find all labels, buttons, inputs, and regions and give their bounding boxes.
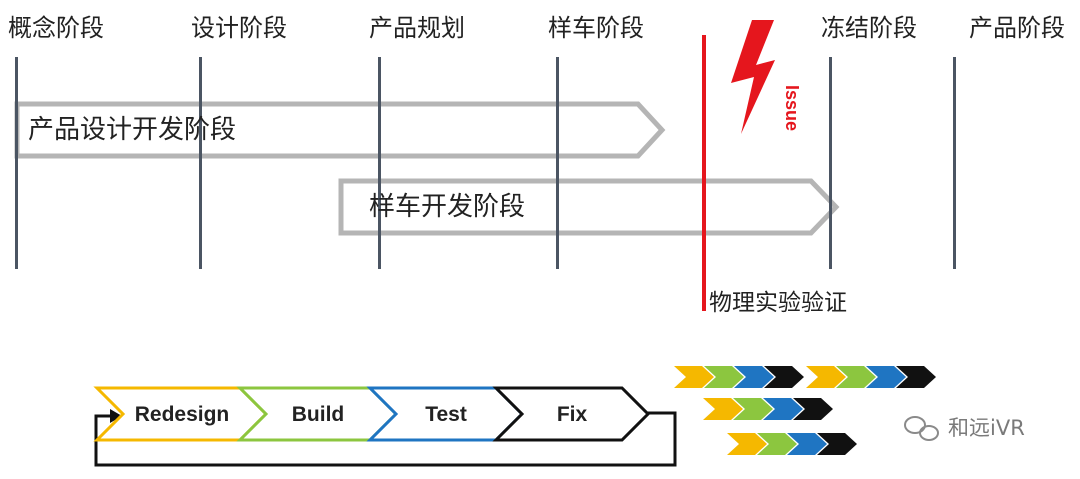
build-label: Build: [291, 403, 345, 426]
phase-label-concept: 概念阶段: [8, 14, 104, 42]
cycle-loop-line: [94, 411, 677, 467]
fix-chevron: [492, 386, 651, 442]
phase-line-freeze: [829, 57, 832, 269]
redesign-label: Redesign: [134, 403, 230, 426]
verification-label: 物理实验验证: [709, 290, 847, 316]
product-design-label: 产品设计开发阶段: [28, 115, 237, 145]
watermark-text: 和远iVR: [948, 416, 1025, 440]
prototype-dev-label: 样车开发阶段: [369, 192, 526, 222]
phase-label-planning: 产品规划: [369, 14, 465, 42]
wechat-logo-icon: [904, 416, 939, 441]
chevron-row-3: [727, 433, 857, 455]
phase-label-prototype: 样车阶段: [548, 14, 644, 42]
phase-label-production: 产品阶段: [969, 14, 1065, 42]
issue-label: Issue: [782, 84, 802, 132]
phase-label-design: 设计阶段: [191, 14, 287, 42]
chevron-row-1a: [674, 366, 804, 388]
lightning-bolt-icon: [731, 20, 775, 134]
chevron-row-2: [703, 398, 833, 420]
phase-line-planning: [378, 57, 381, 269]
chevron-row-1b: [806, 366, 936, 388]
phase-line-design: [199, 57, 202, 269]
phase-line-concept: [15, 57, 18, 269]
phase-line-prototype: [556, 57, 559, 269]
fix-label: Fix: [556, 403, 588, 426]
test-label: Test: [425, 403, 467, 426]
prototype-dev-bar: [338, 178, 840, 236]
phase-line-production: [953, 57, 956, 269]
phase-label-freeze: 冻结阶段: [821, 14, 917, 42]
issue-line: [702, 35, 706, 311]
loop-arrowhead-icon: [110, 409, 122, 423]
